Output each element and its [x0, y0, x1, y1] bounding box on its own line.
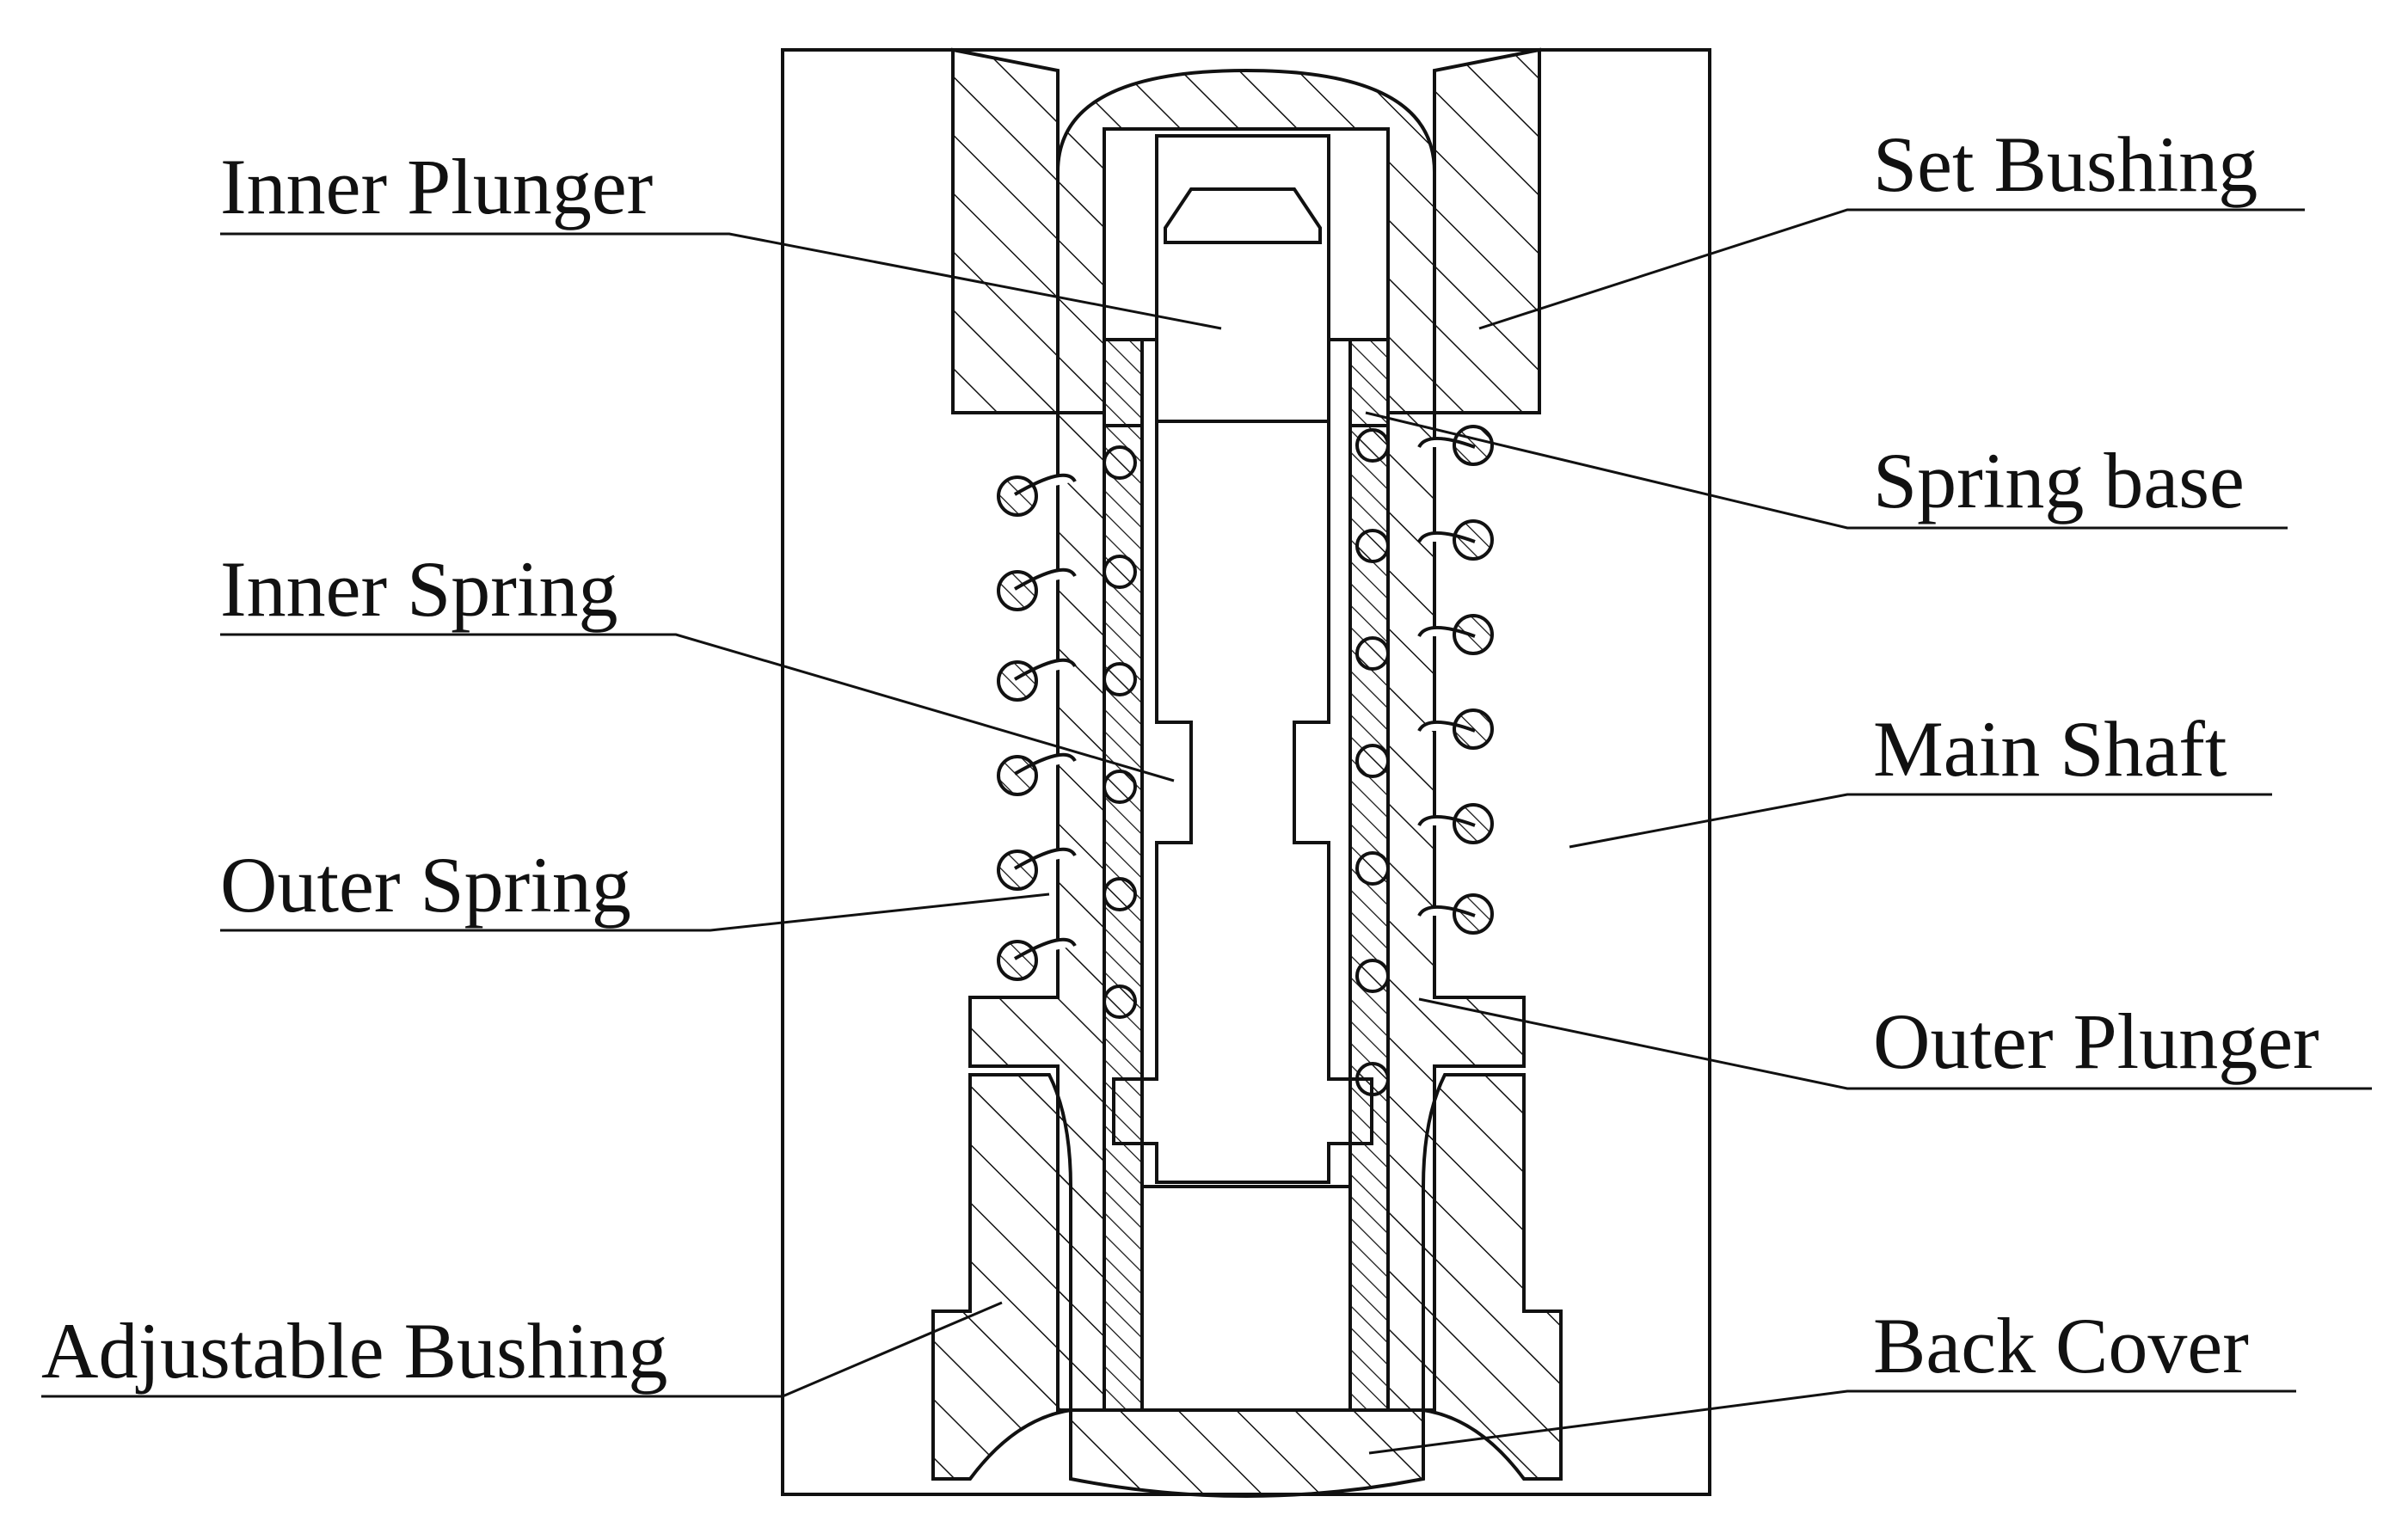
inner-plunger [1112, 134, 1373, 1184]
inner-sleeve [1103, 424, 1390, 1412]
spring-base [1103, 338, 1390, 427]
inner-spring [1103, 428, 1390, 1096]
label-back-cover: Back Cover [1368, 1302, 2296, 1455]
label-outer-plunger: Outer Plunger [1418, 997, 2372, 1090]
label-set-bushing: Set Bushing [1478, 120, 2305, 330]
label-back-cover-text: Back Cover [1873, 1302, 2249, 1389]
label-main-shaft: Main Shaft [1569, 705, 2272, 849]
label-adjustable-bushing: Adjustable Bushing [41, 1301, 1003, 1398]
adjustable-bushing [931, 1073, 1563, 1481]
label-set-bushing-text: Set Bushing [1873, 120, 2258, 208]
label-outer-spring-text: Outer Spring [220, 841, 631, 929]
label-inner-plunger-text: Inner Plunger [220, 143, 653, 230]
label-inner-spring-text: Inner Spring [220, 545, 617, 633]
label-outer-plunger-text: Outer Plunger [1873, 997, 2319, 1085]
label-inner-plunger: Inner Plunger [220, 143, 1222, 330]
label-inner-spring: Inner Spring [220, 545, 1175, 782]
back-cover [1069, 1408, 1425, 1498]
label-outer-spring: Outer Spring [220, 841, 1050, 932]
label-spring-base-text: Spring base [1873, 437, 2245, 524]
label-spring-base: Spring base [1365, 411, 2288, 530]
label-main-shaft-text: Main Shaft [1873, 705, 2227, 793]
label-adjustable-bushing-text: Adjustable Bushing [41, 1307, 667, 1395]
outer-spring [997, 425, 1494, 981]
